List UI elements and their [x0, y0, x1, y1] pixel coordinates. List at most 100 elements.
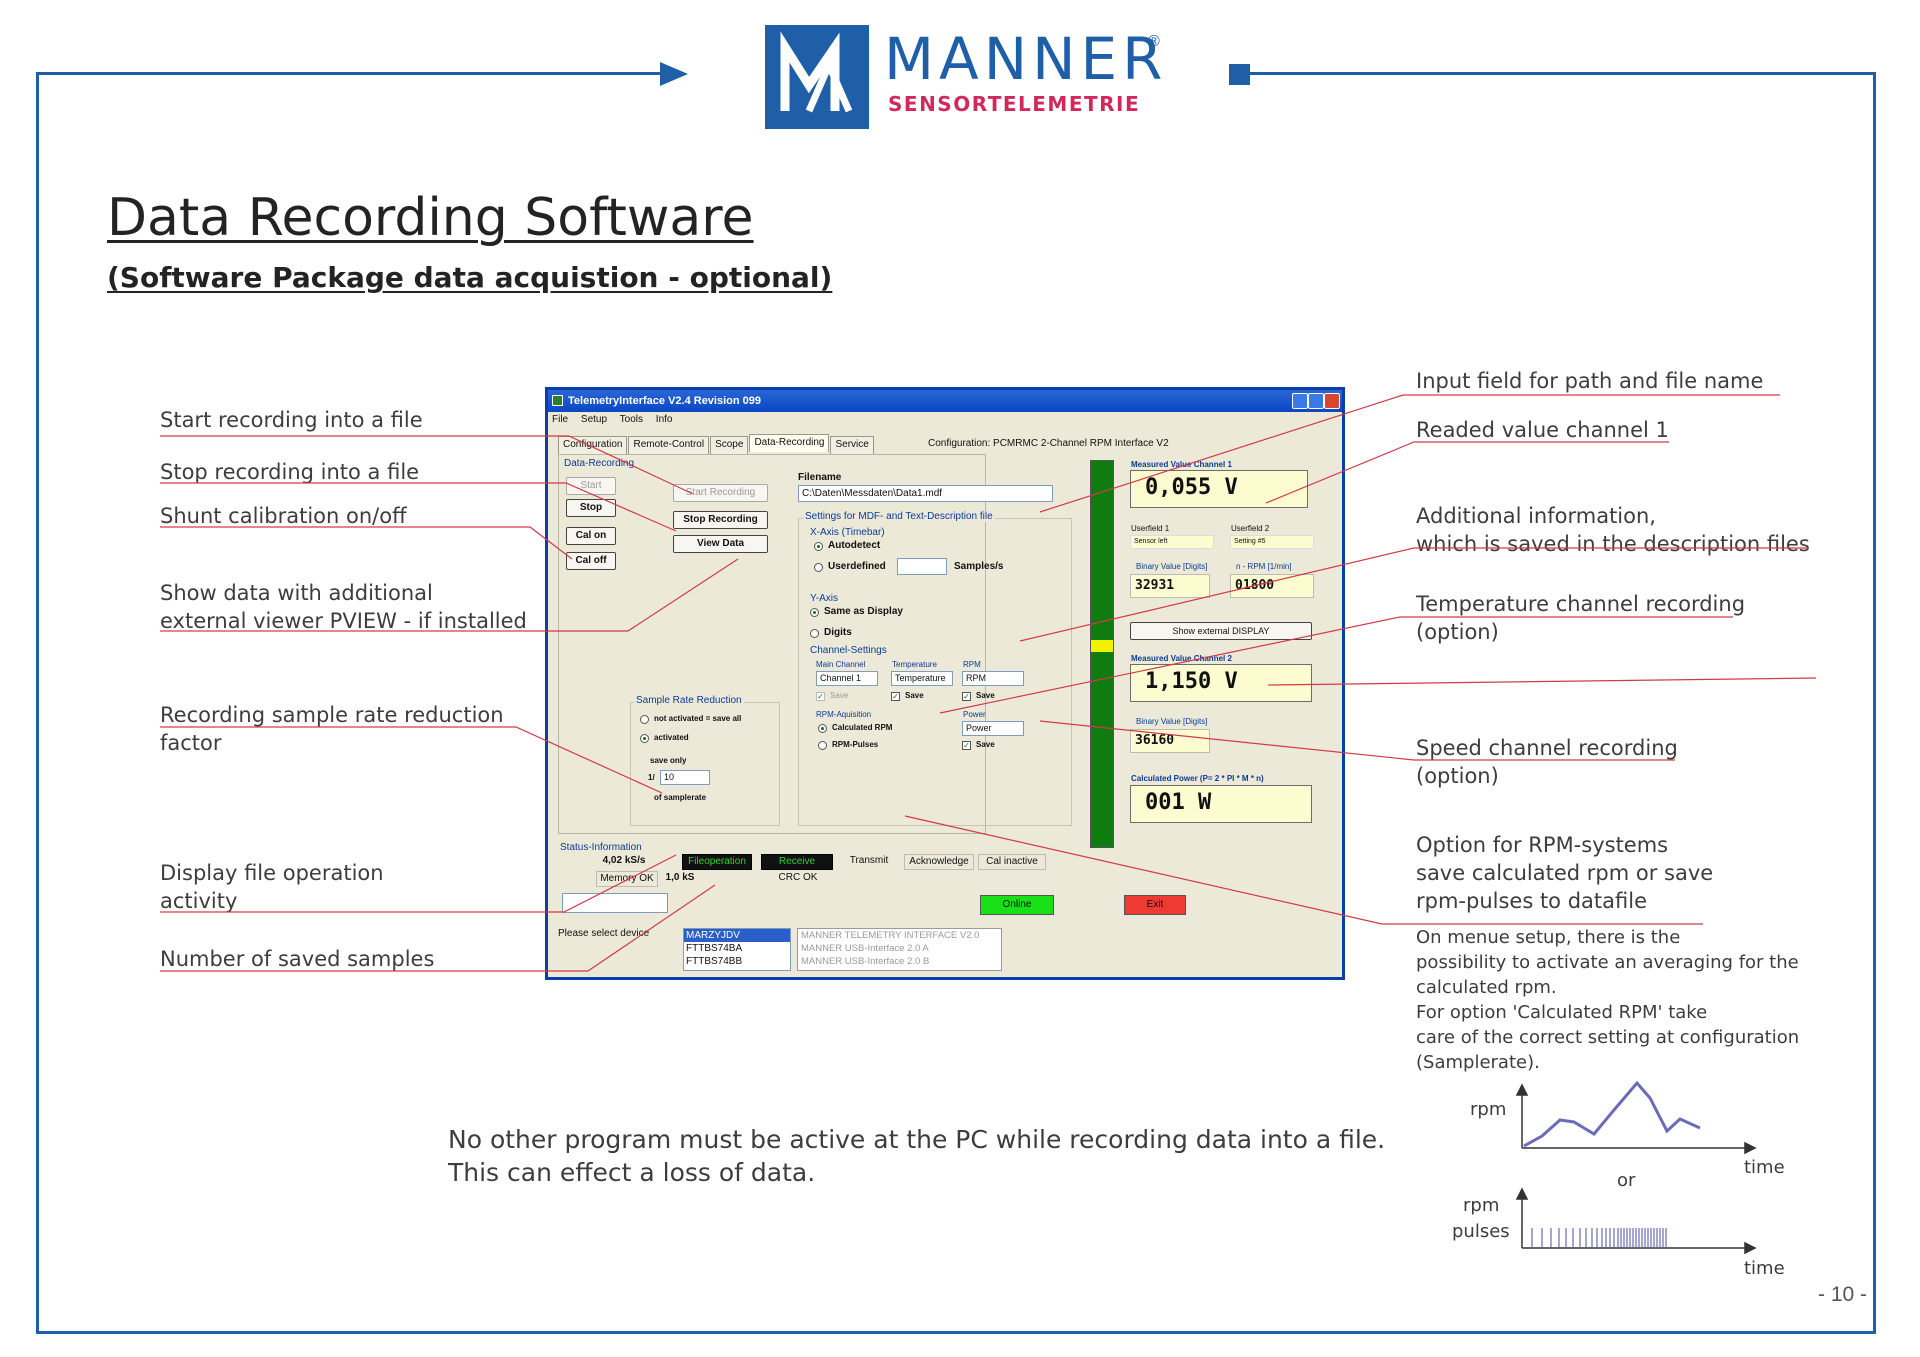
samples-per-second-input[interactable] — [897, 558, 947, 575]
file-activity-field — [562, 893, 668, 913]
page-title: Data Recording Software — [107, 188, 754, 248]
of-samplerate-label: of samplerate — [654, 793, 707, 802]
binary-label-1: Binary Value [Digits] — [1136, 562, 1208, 571]
sample-rate-title: Sample Rate Reduction — [634, 695, 744, 706]
userdefined-radio[interactable] — [814, 563, 823, 572]
rpm-unit-label: n - RPM [1/min] — [1236, 562, 1292, 571]
reduction-input[interactable]: 10 — [660, 770, 710, 785]
annotation-stop-recording: Stop recording into a file — [160, 460, 420, 484]
rpm-save-label: Save — [976, 691, 995, 700]
rpm-pulses — [1531, 1228, 1667, 1247]
tab-service[interactable]: Service — [830, 436, 874, 454]
save-only-label: save only — [650, 756, 687, 765]
frame-top-left — [36, 72, 668, 75]
annotation-start-recording: Start recording into a file — [160, 408, 423, 432]
annotation-input-path: Input field for path and file name — [1416, 369, 1764, 393]
temperature-save-label: Save — [905, 691, 924, 700]
tab-remote-control[interactable]: Remote-Control — [628, 436, 710, 454]
registered-mark: ® — [1148, 33, 1160, 50]
menu-setup[interactable]: Setup — [580, 414, 608, 425]
rpm-note-3: calculated rpm. — [1416, 977, 1557, 998]
annotation-file-operation-1: Display file operation — [160, 861, 384, 885]
activated-radio[interactable] — [640, 734, 649, 743]
annotation-additional-info-2: which is saved in the description files — [1416, 532, 1810, 556]
rpm-pulses-radio[interactable] — [818, 741, 827, 750]
graph-or-label: or — [1617, 1170, 1636, 1191]
rpm-input[interactable]: RPM — [962, 671, 1024, 686]
device-item[interactable]: MARZYJDV — [684, 929, 790, 942]
not-activated-label: not activated = save all — [654, 714, 742, 723]
rpm-note-1: On menue setup, there is the — [1416, 927, 1681, 948]
start-recording-button[interactable]: Start Recording — [673, 484, 768, 502]
cal-off-button[interactable]: Cal off — [566, 552, 616, 570]
maximize-icon[interactable] — [1308, 393, 1324, 409]
show-external-display-button[interactable]: Show external DISPLAY — [1130, 622, 1312, 640]
frame-left — [36, 72, 39, 1334]
status-rate: 4,02 kS/s — [602, 855, 646, 866]
annotation-show-data-1: Show data with additional — [160, 581, 433, 605]
temperature-save-checkbox[interactable]: ✓ — [891, 692, 900, 701]
exit-button[interactable]: Exit — [1124, 895, 1186, 915]
start-button[interactable]: Start — [566, 477, 616, 495]
close-icon[interactable] — [1324, 393, 1340, 409]
device-item[interactable]: FTTBS74BA — [686, 943, 743, 954]
channel-settings-title: Channel-Settings — [810, 645, 887, 656]
measured-ch1-display: 0,055 V — [1130, 470, 1308, 508]
userfield1-input[interactable]: Sensor left — [1130, 535, 1214, 549]
tab-configuration[interactable]: Configuration — [558, 436, 628, 454]
device-info-line: MANNER USB-Interface 2.0 B — [801, 956, 930, 967]
binary-value-2: 36160 — [1130, 729, 1210, 753]
brand-logo — [765, 25, 869, 129]
annotation-temperature-2: (option) — [1416, 620, 1499, 644]
main-channel-input[interactable]: Channel 1 — [816, 671, 878, 686]
frame-bottom — [36, 1331, 1876, 1334]
settings-group-title: Settings for MDF- and Text-Description f… — [803, 511, 995, 522]
menu-info[interactable]: Info — [655, 414, 673, 425]
graph-pulses-label: pulses — [1452, 1221, 1510, 1242]
power-input[interactable]: Power — [962, 721, 1024, 736]
stop-recording-button[interactable]: Stop Recording — [673, 511, 768, 529]
main-channel-save-checkbox[interactable]: ✓ — [816, 692, 825, 701]
page-subtitle: (Software Package data acquistion - opti… — [107, 261, 833, 294]
annotation-sample-rate-1: Recording sample rate reduction — [160, 703, 504, 727]
tab-data-recording[interactable]: Data-Recording — [749, 434, 830, 452]
status-acknowledge: Acknowledge — [904, 854, 974, 870]
temperature-input[interactable]: Temperature — [891, 671, 953, 686]
digits-radio[interactable] — [810, 629, 819, 638]
annotation-readed-value: Readed value channel 1 — [1416, 418, 1669, 442]
not-activated-radio[interactable] — [640, 715, 649, 724]
status-title: Status-Information — [560, 842, 642, 853]
measured-ch2-label: Measured Value Channel 2 — [1131, 654, 1232, 663]
page-number: - 10 - — [1818, 1283, 1868, 1306]
cal-on-button[interactable]: Cal on — [566, 527, 616, 545]
power-save-checkbox[interactable]: ✓ — [962, 741, 971, 750]
stop-button[interactable]: Stop — [566, 499, 616, 517]
rpm-note-5: care of the correct setting at configura… — [1416, 1027, 1800, 1048]
one-over-label: 1/ — [648, 773, 655, 782]
warning-line-2: This can effect a loss of data. — [448, 1158, 816, 1187]
calculated-rpm-radio[interactable] — [818, 724, 827, 733]
filename-input[interactable]: C:\Daten\Messdaten\Data1.mdf — [798, 485, 1053, 502]
view-data-button[interactable]: View Data — [673, 535, 768, 553]
graph-rpm-label: rpm — [1470, 1099, 1507, 1120]
rpm-note-4: For option 'Calculated RPM' take — [1416, 1002, 1708, 1023]
autodetect-radio[interactable] — [814, 542, 823, 551]
menu-tools[interactable]: Tools — [619, 414, 644, 425]
window-titlebar: TelemetryInterface V2.4 Revision 099 — [548, 390, 1342, 412]
callout-temperature-2 — [1267, 677, 1817, 686]
annotation-file-operation-2: activity — [160, 889, 238, 913]
device-list[interactable]: MARZYJDV FTTBS74BA FTTBS74BB — [683, 928, 791, 971]
device-item[interactable]: FTTBS74BB — [686, 956, 743, 967]
rpm-save-checkbox[interactable]: ✓ — [962, 692, 971, 701]
online-button[interactable]: Online — [980, 895, 1054, 915]
annotation-rpm-option-1: Option for RPM-systems — [1416, 833, 1669, 857]
same-as-display-radio[interactable] — [810, 608, 819, 617]
menu-file[interactable]: File — [552, 414, 569, 425]
window-title: TelemetryInterface V2.4 Revision 099 — [568, 395, 762, 407]
minimize-icon[interactable] — [1292, 393, 1308, 409]
tab-scope[interactable]: Scope — [710, 436, 749, 454]
status-samples: 1,0 kS — [665, 872, 695, 883]
userfield2-input[interactable]: Setting #5 — [1230, 535, 1314, 549]
warning-line-1: No other program must be active at the P… — [448, 1125, 1386, 1154]
annotation-rpm-option-3: rpm-pulses to datafile — [1416, 889, 1647, 913]
